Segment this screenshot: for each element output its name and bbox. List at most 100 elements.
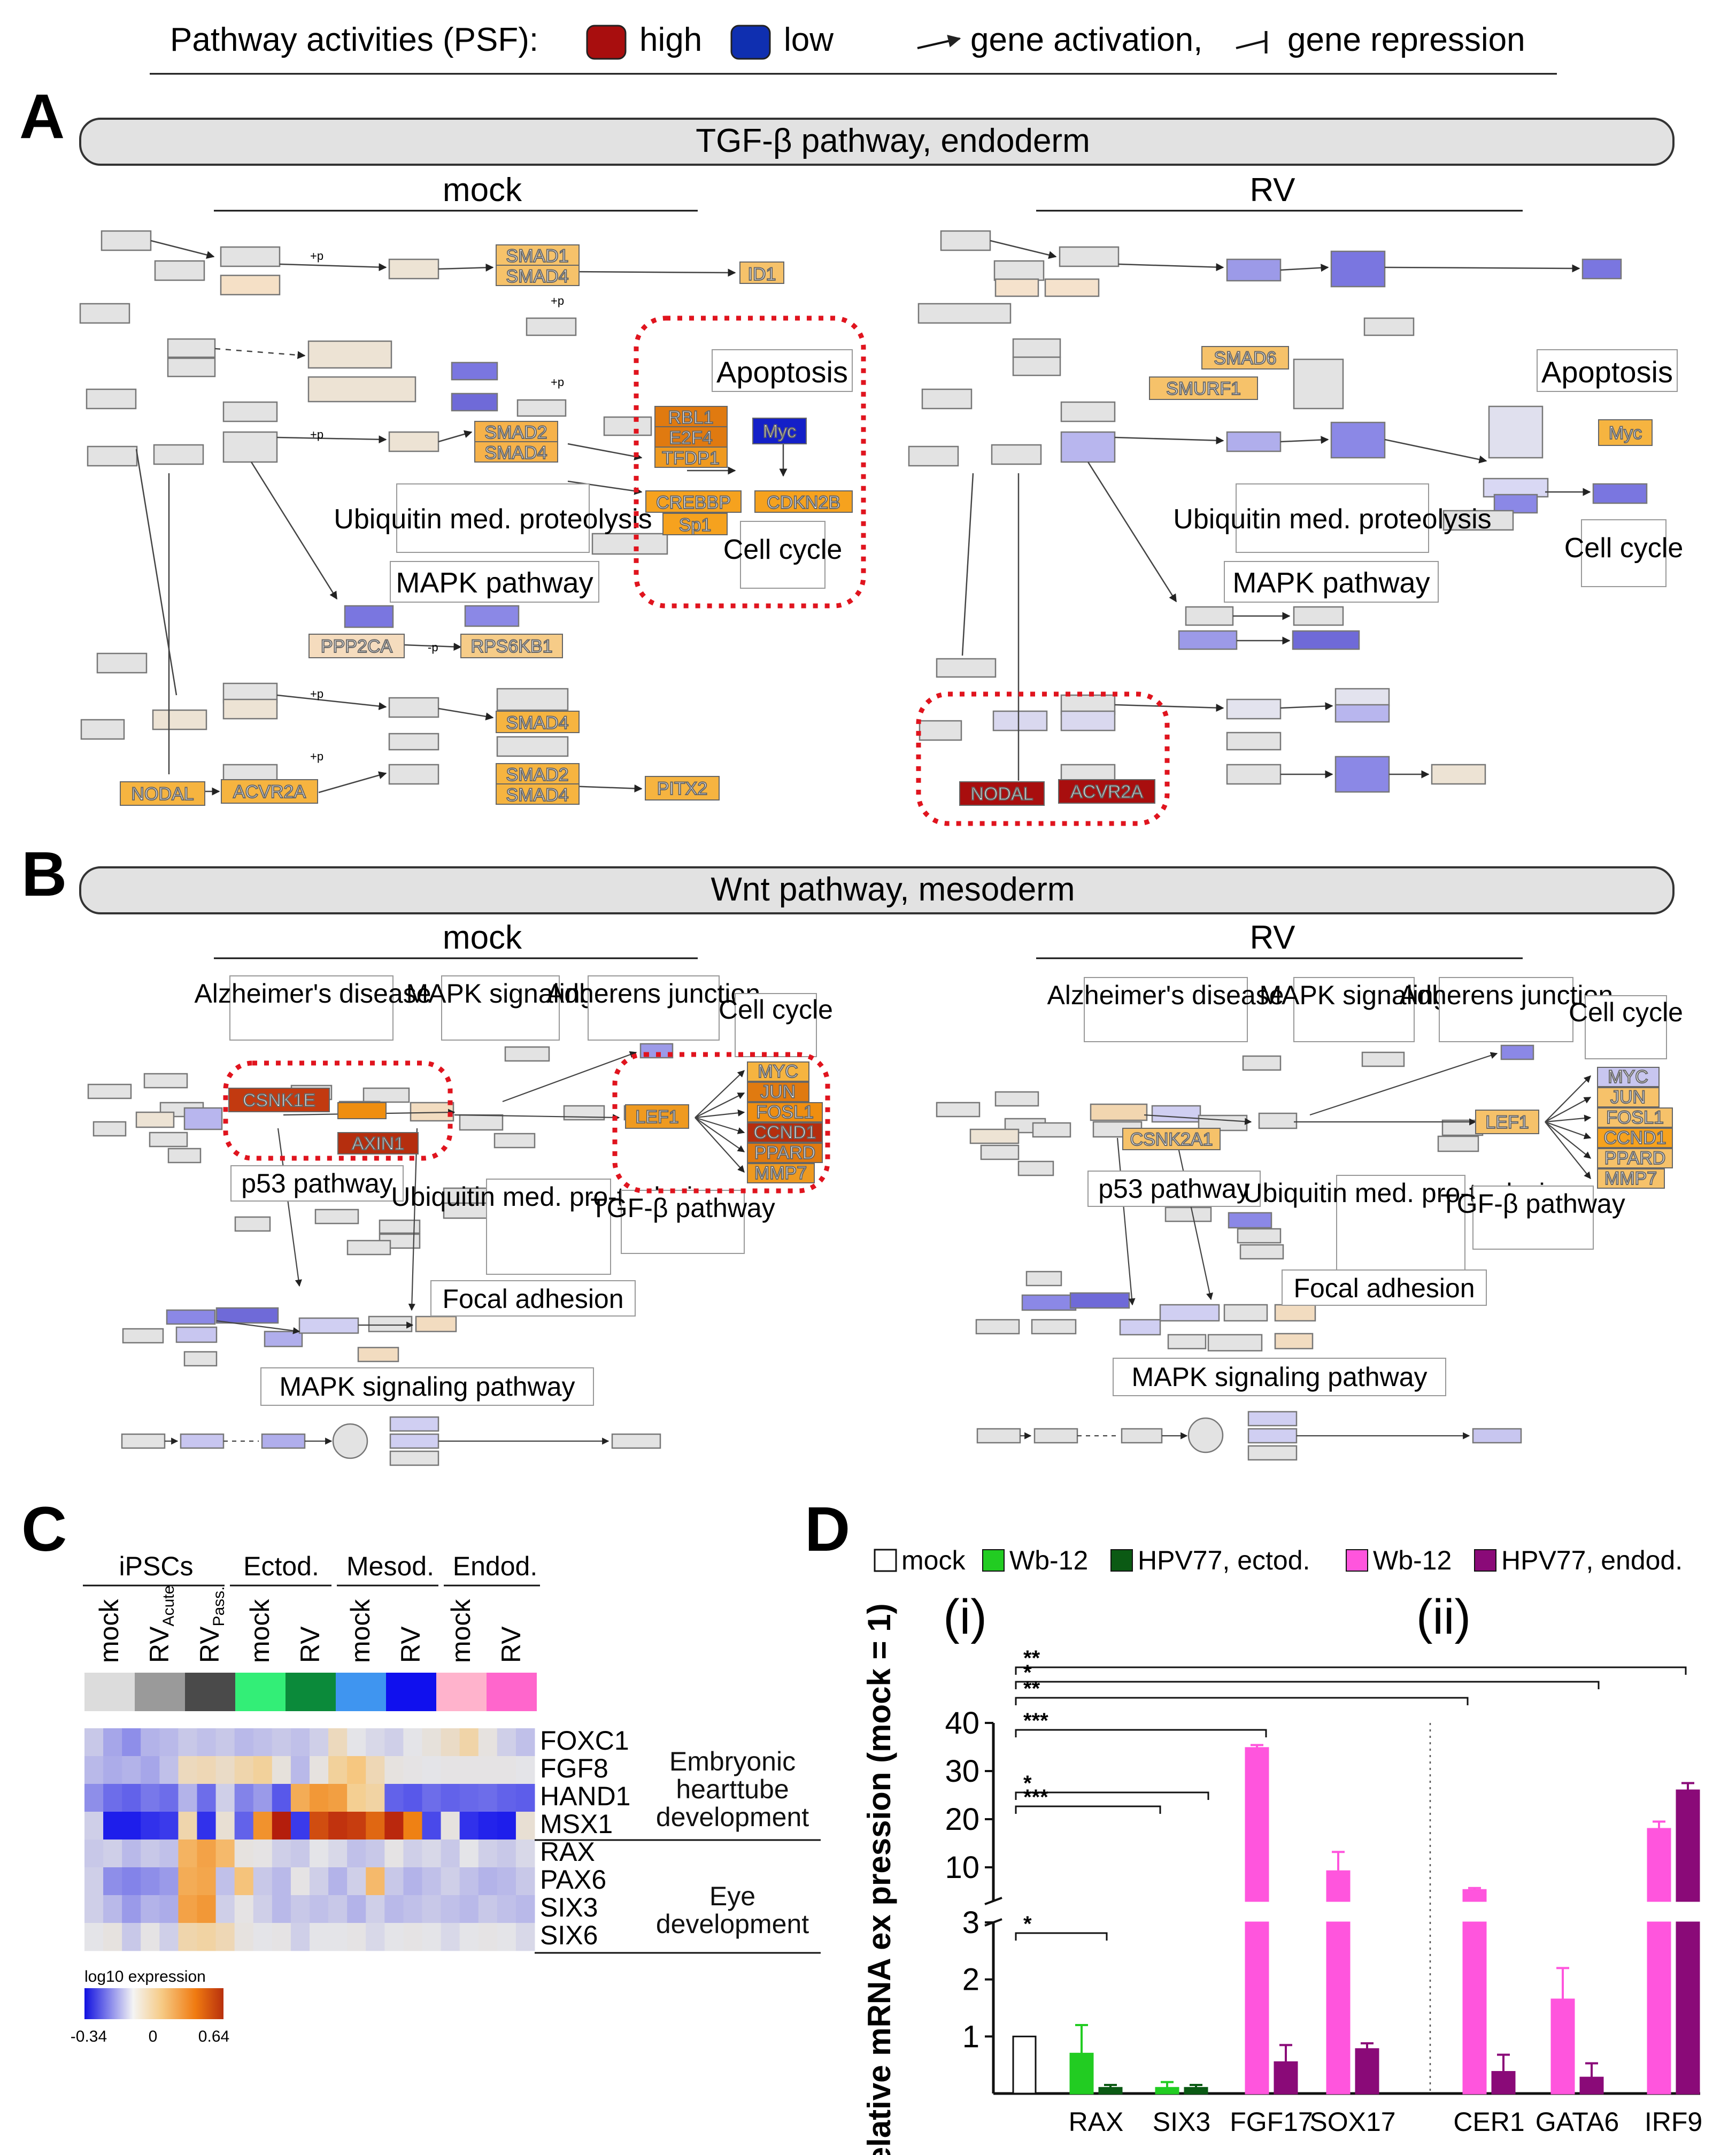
y-tick-label: 30 [945, 1754, 979, 1789]
heatmap-cell [384, 1923, 404, 1951]
panel-a-banner-text: TGF-β pathway, endoderm [696, 122, 1090, 159]
repression-line-icon [1236, 40, 1267, 49]
heatmap-cell [122, 1812, 141, 1840]
svg-text:+p: +p [551, 294, 564, 307]
svg-text:+p: +p [310, 750, 323, 763]
gene-jun: JUN [760, 1082, 796, 1102]
x-category-label: SOX17 [1309, 2107, 1395, 2137]
heatmap-cell [234, 1784, 254, 1812]
y-tick-label: 20 [945, 1802, 979, 1837]
mapk-pathway-box: MAPK pathway [1232, 567, 1430, 599]
panel-b-mock-network [87, 1043, 674, 1466]
gene-e2f4: E2F4 [669, 428, 712, 448]
panel-a-banner [79, 118, 1675, 166]
column-label: mock [245, 1599, 275, 1663]
heatmap-cell [515, 1812, 535, 1840]
heatmap-cell [497, 1840, 516, 1868]
heatmap-cell [328, 1756, 348, 1784]
x-category-label: CER1 [1453, 2107, 1524, 2137]
gene-smad4: SMAD4 [506, 785, 568, 805]
adherens-junction-box: Adherens junction [546, 979, 760, 1009]
heatmap-cell [84, 1784, 104, 1812]
gene-label-rax: RAX [540, 1837, 595, 1867]
heatmap-cell [103, 1867, 122, 1896]
gene-label-six6: SIX6 [540, 1920, 598, 1950]
highlight-nodal-region [916, 691, 1170, 826]
panel-b-banner-text: Wnt pathway, mesoderm [711, 871, 1075, 908]
svg-text:+p: +p [551, 375, 564, 389]
heatmap-cell [403, 1895, 422, 1923]
heatmap-cell [253, 1812, 273, 1840]
heatmap-cell [122, 1728, 141, 1757]
heatmap-cell [459, 1895, 479, 1923]
significance-bracket [1015, 1697, 1469, 1705]
heatmap-cell [347, 1756, 366, 1784]
heatmap-cell [441, 1895, 460, 1923]
bar-hpv77 [1579, 2076, 1604, 2095]
cell-cycle-box: Cell cycle [1569, 997, 1683, 1027]
heatmap-cell [347, 1867, 366, 1896]
heatmap-cell [328, 1895, 348, 1923]
panel-a-rv-edges [961, 240, 1591, 781]
panel-a-letter: A [19, 81, 65, 152]
gene-smad4: SMAD4 [506, 266, 568, 287]
apoptosis-box: Apoptosis [1541, 355, 1673, 389]
heatmap-cell [422, 1728, 442, 1757]
heatmap-cell [103, 1784, 122, 1812]
heatmap-cell [272, 1895, 291, 1923]
bar-wb12 [1647, 1921, 1671, 2095]
heatmap-cell [441, 1756, 460, 1784]
heatmap-cell [478, 1728, 498, 1757]
heatmap-cell [515, 1923, 535, 1951]
heatmap-cell [459, 1840, 479, 1868]
heatmap-cell [422, 1867, 442, 1896]
gene-label-pax6: PAX6 [540, 1865, 606, 1895]
heatmap-cell [215, 1728, 235, 1757]
heatmap-cell [347, 1923, 366, 1951]
highlight-apoptosis-region [634, 315, 866, 609]
section-ii-label: (ii) [1416, 1590, 1471, 1644]
heatmap-cell [384, 1812, 404, 1840]
bar-wb12 [1245, 1921, 1269, 2095]
mapk-pathway-box: MAPK pathway [396, 567, 593, 599]
bar-hpv77 [1355, 2048, 1379, 2095]
heatmap-cell [122, 1895, 141, 1923]
heatmap-cell [197, 1923, 217, 1951]
heatmap-cell [159, 1895, 179, 1923]
heatmap-cell [310, 1756, 329, 1784]
significance-bracket [1015, 1932, 1108, 1941]
panel-a-mock-boxes: Apoptosis Ubiquitin med. proteolysis Cel… [334, 349, 853, 603]
bar-wb12 [1326, 1921, 1351, 2095]
significance-bracket [1015, 1791, 1209, 1800]
panel-b-rv-boxes: Alzheimer's disease MAPK signaling Adher… [1047, 977, 1683, 1396]
heatmap-cell [272, 1812, 291, 1840]
heatmap-cell [234, 1923, 254, 1951]
bar-wb12 [1462, 1921, 1487, 2095]
group-ectod: Ectod. [243, 1551, 319, 1581]
heatmap-cell [459, 1867, 479, 1896]
panel-a-mock-edge-labels: +p +p +p +p +p +p -p [310, 249, 564, 763]
heatmap-cell [253, 1840, 273, 1868]
heatmap-cell [197, 1784, 217, 1812]
legend-mock: mock [901, 1545, 966, 1575]
heatmap-cell [515, 1728, 535, 1757]
heatmap-cell [310, 1812, 329, 1840]
heatmap-cell [178, 1867, 197, 1896]
gene-ppard: PPARD [754, 1143, 816, 1163]
significance-stars: *** [1023, 1785, 1048, 1809]
heatmap-cell [459, 1784, 479, 1812]
heatmap-cell [497, 1895, 516, 1923]
heatmap-cell [497, 1923, 516, 1951]
heatmap-cell [178, 1923, 197, 1951]
cell-cycle-box: Cell cycle [719, 995, 833, 1025]
legend-hpv77-ectod-swatch [1110, 1549, 1133, 1572]
panel-d-legend: mock Wb-12 HPV77, ectod. Wb-12 HPV77, en… [874, 1545, 1683, 1575]
alzheimers-box: Alzheimer's disease [1047, 980, 1284, 1010]
heatmap-cell [141, 1840, 160, 1868]
heatmap-cell [459, 1812, 479, 1840]
gene-smad2: SMAD2 [506, 765, 568, 785]
heatmap-cell [328, 1867, 348, 1896]
legend-hpv77-endod: HPV77, endod. [1501, 1545, 1683, 1575]
gene-fosl1: FOSL1 [1606, 1107, 1664, 1128]
